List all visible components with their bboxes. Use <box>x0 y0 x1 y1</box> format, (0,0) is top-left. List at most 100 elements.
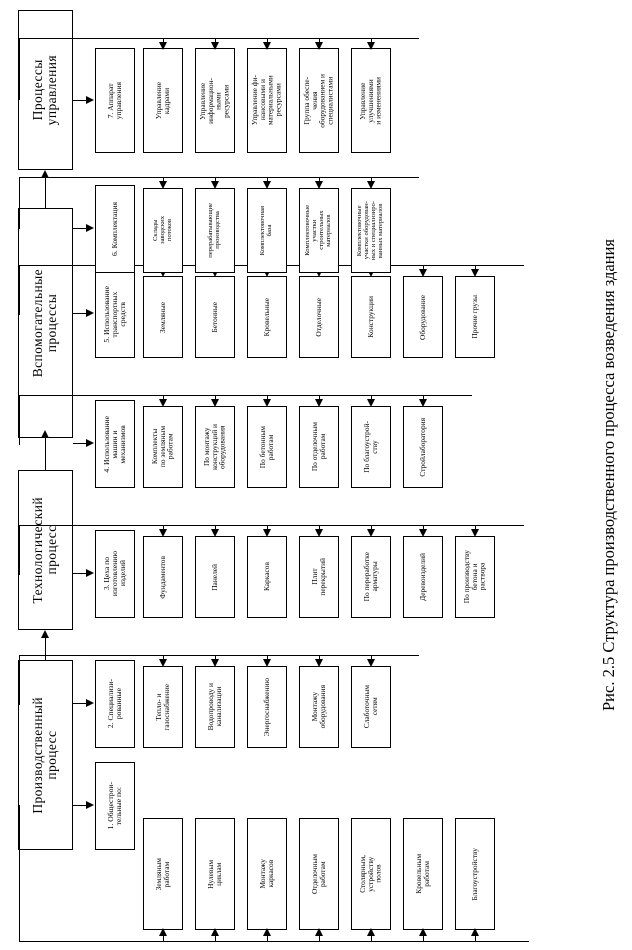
col-3-item-5: Деревоизделий <box>403 536 443 618</box>
col-5-bus-riser-left <box>19 265 20 315</box>
col-1-arrow-5 <box>419 928 427 936</box>
col-2-branch-arrow-line <box>73 703 87 704</box>
col-6-drop-4 <box>371 177 372 183</box>
col-6-drop-0 <box>163 177 164 183</box>
col-4-arrow-4 <box>367 399 375 407</box>
col-1-item-6: Благоустройству <box>455 818 495 930</box>
col-1-head-box: 1. Общестрои- тельные по: <box>95 762 135 850</box>
col-4-item-2: По бетонным работам <box>247 406 287 488</box>
col-2-arrow-2 <box>263 659 271 667</box>
col-1-item-5: Кровельным работам <box>403 818 443 930</box>
col-6-drop-2 <box>267 177 268 183</box>
col-6-item-1: перерабатывающие производства <box>195 188 235 273</box>
col-1-drop-3 <box>319 933 320 941</box>
col-5-item-4: Конструкции <box>351 276 391 358</box>
group-label: Процессы управления <box>30 54 60 126</box>
col-5-arrow-5 <box>419 269 427 277</box>
col-1-arrow-3 <box>315 928 323 936</box>
col-3-item-2: Каркасов <box>247 536 287 618</box>
group-box-vspomogatelnye: Вспомогательные процессы <box>18 208 73 438</box>
col-1-arrow-2 <box>263 928 271 936</box>
col-3-arrow-0 <box>159 529 167 537</box>
col-3-drop-6 <box>475 525 476 531</box>
col-4-bus-riser-left <box>19 395 20 445</box>
col-6-branch-arrow <box>86 224 94 232</box>
col-7-drop-1 <box>215 38 216 44</box>
group-box-upravleniya: Процессы управления <box>18 10 73 170</box>
col-6-arrow-4 <box>367 181 375 189</box>
col-2-drop-4 <box>371 655 372 661</box>
col-1-drop-0 <box>163 933 164 941</box>
col-2-branch-arrow <box>86 699 94 707</box>
col-3-drop-2 <box>267 525 268 531</box>
figure-caption: Рис. 2.5 Структура производственного про… <box>599 239 618 711</box>
col-5-item-5: Оборудование <box>403 276 443 358</box>
col-7-item-2: Управление фи- нансовыми и материальными… <box>247 48 287 153</box>
col-1-arrow-6 <box>471 928 479 936</box>
col-5-drop-5 <box>423 265 424 271</box>
col-3-item-6: По производству бетона и раствора <box>455 536 495 618</box>
col-2-bus-riser-left <box>19 655 20 705</box>
col-4-drop-5 <box>423 395 424 401</box>
col-3-item-1: Панелей <box>195 536 235 618</box>
col-2-item-1: Водопроводу и канализации <box>195 666 235 748</box>
group-label: Вспомогательные процессы <box>30 268 60 378</box>
col-2-drop-1 <box>215 655 216 661</box>
col-2-drop-0 <box>163 655 164 661</box>
col-1-item-0: Земляным работам <box>143 818 183 930</box>
col-1-bus-riser-left <box>19 805 20 942</box>
col-7-item-3: Группа обеспе- чения оборудованием и спе… <box>299 48 339 153</box>
col-3-arrow-2 <box>263 529 271 537</box>
col-7-arrow-0 <box>159 42 167 50</box>
col-1-bus-line <box>19 941 529 942</box>
col-2-item-4: Слаботочным сетям <box>351 666 391 748</box>
col-5-head-box: 5. Использование транспортных средств <box>95 270 135 358</box>
col-4-drop-3 <box>319 395 320 401</box>
col-3-arrow-4 <box>367 529 375 537</box>
col-5-item-3: Отделочные <box>299 276 339 358</box>
col-3-item-4: По переработке арматуры <box>351 536 391 618</box>
col-1-item-4: Столярным, устройству полов <box>351 818 391 930</box>
col-4-head-box: 4. Использование машин и механизмов <box>95 400 135 488</box>
group-box-tehnologicheskij: Технологический процесс <box>18 470 73 630</box>
col-6-item-4: Комплектовочные участки оборудован- ных … <box>351 188 391 273</box>
col-1-drop-6 <box>475 933 476 941</box>
col-3-drop-3 <box>319 525 320 531</box>
col-5-arrow-6 <box>471 269 479 277</box>
col-7-arrow-2 <box>263 42 271 50</box>
col-7-branch-arrow <box>86 96 94 104</box>
col-4-drop-1 <box>215 395 216 401</box>
col-4-arrow-1 <box>211 399 219 407</box>
col-4-arrow-0 <box>159 399 167 407</box>
col-7-bus-line <box>19 38 419 39</box>
col-3-head-box: 3. Цеха по изготовлению изделий <box>95 530 135 618</box>
col-4-branch-arrow <box>86 439 94 447</box>
col-3-arrow-1 <box>211 529 219 537</box>
col-1-drop-1 <box>215 933 216 941</box>
col-3-item-0: Фундаментов <box>143 536 183 618</box>
col-3-drop-5 <box>423 525 424 531</box>
group-box-proizvodstvennyj: Производственный процесс <box>18 660 73 850</box>
spine-arrow-3 <box>41 170 49 178</box>
col-2-item-0: Тепло- и газоснабжение <box>143 666 183 748</box>
col-3-item-3: Плит перекрытий <box>299 536 339 618</box>
col-7-drop-0 <box>163 38 164 44</box>
col-7-drop-4 <box>371 38 372 44</box>
col-1-arrow-0 <box>159 928 167 936</box>
group-label: Технологический процесс <box>30 496 60 604</box>
col-4-item-4: По благоустрой- ству <box>351 406 391 488</box>
col-7-item-0: Управление кадрами <box>143 48 183 153</box>
col-6-bus-line <box>19 177 419 178</box>
col-3-drop-0 <box>163 525 164 531</box>
col-1-branch-arrow <box>86 801 94 809</box>
col-1-item-2: Монтажу каркасов <box>247 818 287 930</box>
col-5-item-6: Прочие грузы <box>455 276 495 358</box>
col-1-arrow-1 <box>211 928 219 936</box>
col-2-arrow-3 <box>315 659 323 667</box>
col-3-arrow-5 <box>419 529 427 537</box>
col-1-drop-5 <box>423 933 424 941</box>
spine-arrow-2 <box>41 430 49 438</box>
col-7-arrow-4 <box>367 42 375 50</box>
col-5-item-1: Бетонные <box>195 276 235 358</box>
col-7-drop-2 <box>267 38 268 44</box>
